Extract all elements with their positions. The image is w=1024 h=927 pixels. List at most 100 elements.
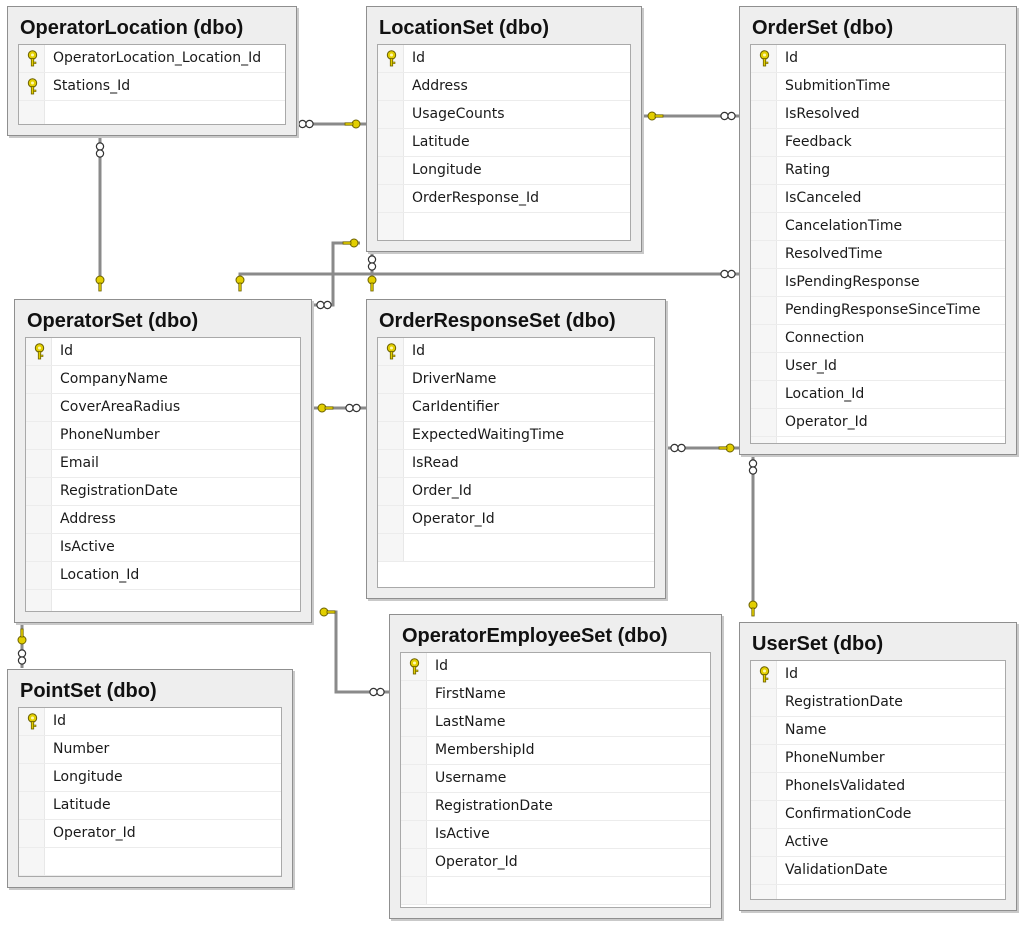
column-row[interactable]: RegistrationDate <box>26 478 300 506</box>
column-row[interactable]: IsResolved <box>751 101 1005 129</box>
row-selector[interactable] <box>751 325 777 352</box>
empty-row[interactable] <box>751 885 1005 899</box>
column-row[interactable]: SubmitionTime <box>751 73 1005 101</box>
row-selector[interactable] <box>26 534 52 561</box>
column-row[interactable]: OrderResponse_Id <box>378 185 630 213</box>
row-selector[interactable] <box>751 157 777 184</box>
column-row[interactable]: CoverAreaRadius <box>26 394 300 422</box>
column-row[interactable]: Address <box>378 73 630 101</box>
column-row[interactable]: User_Id <box>751 353 1005 381</box>
row-selector[interactable] <box>401 709 427 736</box>
row-selector[interactable] <box>401 681 427 708</box>
row-selector[interactable] <box>19 764 45 791</box>
column-row[interactable]: CarIdentifier <box>378 394 654 422</box>
column-row[interactable]: UsageCounts <box>378 101 630 129</box>
column-row[interactable]: Operator_Id <box>751 409 1005 437</box>
column-row[interactable]: IsCanceled <box>751 185 1005 213</box>
empty-row[interactable] <box>378 534 654 562</box>
row-selector[interactable] <box>401 877 427 904</box>
column-row[interactable]: ResolvedTime <box>751 241 1005 269</box>
column-row[interactable]: PendingResponseSinceTime <box>751 297 1005 325</box>
row-selector[interactable] <box>401 793 427 820</box>
row-selector[interactable] <box>751 353 777 380</box>
row-selector[interactable] <box>751 45 777 72</box>
row-selector[interactable] <box>26 450 52 477</box>
column-row[interactable]: Latitude <box>378 129 630 157</box>
row-selector[interactable] <box>751 101 777 128</box>
row-selector[interactable] <box>751 185 777 212</box>
column-row[interactable]: MembershipId <box>401 737 710 765</box>
empty-row[interactable] <box>751 437 1005 443</box>
row-selector[interactable] <box>751 801 777 828</box>
row-selector[interactable] <box>19 736 45 763</box>
column-row[interactable]: Username <box>401 765 710 793</box>
column-row[interactable]: CancelationTime <box>751 213 1005 241</box>
row-selector[interactable] <box>751 885 777 899</box>
row-selector[interactable] <box>378 394 404 421</box>
row-selector[interactable] <box>751 73 777 100</box>
column-row[interactable]: Location_Id <box>26 562 300 590</box>
column-row[interactable]: Id <box>378 45 630 73</box>
row-selector[interactable] <box>378 450 404 477</box>
column-row[interactable]: Id <box>401 653 710 681</box>
row-selector[interactable] <box>378 534 404 561</box>
row-selector[interactable] <box>751 717 777 744</box>
column-row[interactable]: Email <box>26 450 300 478</box>
row-selector[interactable] <box>19 792 45 819</box>
column-row[interactable]: DriverName <box>378 366 654 394</box>
column-row[interactable]: Operator_Id <box>19 820 281 848</box>
column-row[interactable]: Id <box>378 338 654 366</box>
column-row[interactable]: Number <box>19 736 281 764</box>
row-selector[interactable] <box>19 45 45 72</box>
column-row[interactable]: LastName <box>401 709 710 737</box>
column-row[interactable]: Order_Id <box>378 478 654 506</box>
row-selector[interactable] <box>751 241 777 268</box>
row-selector[interactable] <box>378 157 404 184</box>
empty-row[interactable] <box>19 848 281 876</box>
column-row[interactable]: PhoneNumber <box>26 422 300 450</box>
row-selector[interactable] <box>751 129 777 156</box>
column-row[interactable]: ValidationDate <box>751 857 1005 885</box>
row-selector[interactable] <box>401 737 427 764</box>
row-selector[interactable] <box>751 213 777 240</box>
row-selector[interactable] <box>26 422 52 449</box>
column-row[interactable]: PhoneIsValidated <box>751 773 1005 801</box>
row-selector[interactable] <box>751 857 777 884</box>
row-selector[interactable] <box>751 409 777 436</box>
column-row[interactable]: Id <box>19 708 281 736</box>
column-row[interactable]: Operator_Id <box>401 849 710 877</box>
row-selector[interactable] <box>401 821 427 848</box>
column-row[interactable]: IsActive <box>26 534 300 562</box>
row-selector[interactable] <box>26 590 52 611</box>
row-selector[interactable] <box>19 101 45 124</box>
empty-row[interactable] <box>378 213 630 240</box>
row-selector[interactable] <box>751 437 777 443</box>
column-row[interactable]: Feedback <box>751 129 1005 157</box>
row-selector[interactable] <box>26 338 52 365</box>
row-selector[interactable] <box>378 45 404 72</box>
row-selector[interactable] <box>378 73 404 100</box>
row-selector[interactable] <box>751 689 777 716</box>
column-row[interactable]: FirstName <box>401 681 710 709</box>
row-selector[interactable] <box>378 366 404 393</box>
row-selector[interactable] <box>401 765 427 792</box>
row-selector[interactable] <box>378 338 404 365</box>
row-selector[interactable] <box>751 269 777 296</box>
row-selector[interactable] <box>26 394 52 421</box>
row-selector[interactable] <box>751 661 777 688</box>
column-row[interactable]: IsPendingResponse <box>751 269 1005 297</box>
row-selector[interactable] <box>751 829 777 856</box>
column-row[interactable]: IsRead <box>378 450 654 478</box>
column-row[interactable]: RegistrationDate <box>401 793 710 821</box>
row-selector[interactable] <box>26 366 52 393</box>
row-selector[interactable] <box>26 562 52 589</box>
table-operator-location[interactable]: OperatorLocation (dbo) OperatorLocation_… <box>7 6 297 136</box>
column-row[interactable]: Stations_Id <box>19 73 285 101</box>
column-row[interactable]: Active <box>751 829 1005 857</box>
column-row[interactable]: PhoneNumber <box>751 745 1005 773</box>
row-selector[interactable] <box>378 185 404 212</box>
